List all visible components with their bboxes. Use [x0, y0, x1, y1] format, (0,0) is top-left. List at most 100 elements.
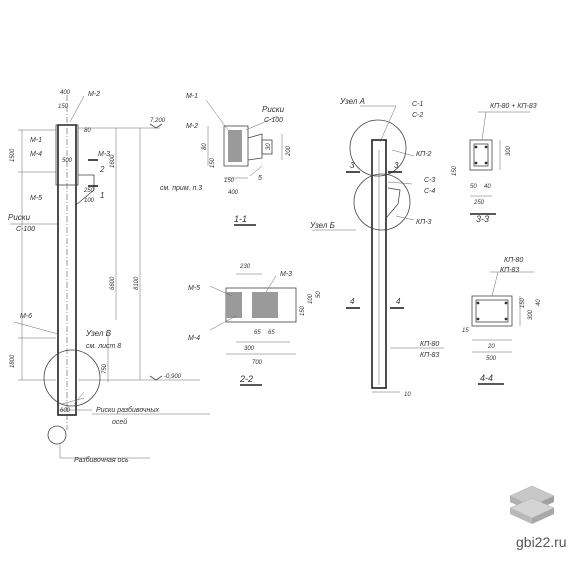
svg-text:150: 150 — [224, 178, 235, 184]
mid-label-3a: 3 — [350, 161, 355, 170]
s44-dim-40: 40 — [536, 299, 542, 306]
s22-label-m5: М-5 — [188, 285, 200, 292]
dim-150: 150 — [58, 104, 69, 110]
s22-dim-700: 700 — [252, 360, 263, 366]
s11-dim-200: 200 — [286, 145, 292, 157]
level-top: 7,200 — [150, 118, 166, 124]
dim-750: 750 — [102, 363, 108, 374]
mid-label-c2: С-2 — [412, 112, 423, 119]
s44-title: 4-4 — [480, 373, 493, 383]
s11-dim-400: 400 — [228, 190, 239, 196]
s22-dim-65a: 65 — [254, 330, 261, 336]
mid-dim-10: 10 — [404, 392, 411, 398]
dim-6600: 6600 — [110, 276, 116, 290]
mid-label-kp80: КП-80 — [420, 341, 439, 348]
mid-label-node-a: Узел А — [339, 97, 365, 106]
label-m3: М-3 — [98, 151, 110, 158]
s22-dim-65b: 65 — [268, 330, 275, 336]
dim-8100: 8100 — [134, 276, 140, 290]
node-b-detail-circle — [353, 173, 411, 231]
dim-100: 100 — [84, 198, 95, 204]
label-node-b-ref: см. лист 8 — [86, 343, 121, 350]
column-elevation: М-2 М-1 М-4 М-5 М-3 М-6 Риски С-100 Узел… — [8, 90, 210, 464]
level-marker-top — [149, 123, 163, 129]
dim-1600: 1600 — [110, 154, 116, 168]
s11-dim-30: 30 — [266, 143, 272, 150]
s11-label-num-5: 5 — [258, 175, 262, 182]
mid-label-3b: 3 — [394, 161, 399, 170]
mid-label-kp3: КП-3 — [416, 219, 432, 226]
logo-text: gbi22.ru — [516, 534, 567, 550]
dim-500: 500 — [62, 158, 73, 164]
s33-title: 3-3 — [476, 214, 489, 224]
s11-label-note: см. прим. п.3 — [160, 185, 202, 192]
s33-label-top: КП-80 + КП-83 — [490, 103, 537, 110]
s22-dim-150: 150 — [300, 305, 306, 316]
level-bottom: -0,900 — [164, 374, 182, 380]
s33-dim-250: 250 — [473, 200, 485, 206]
mid-label-kp83: КП-83 — [420, 352, 439, 359]
s11-label-m1: М-1 — [186, 93, 198, 100]
s22-label-m4: М-4 — [188, 335, 200, 342]
section-2-2-plate-left — [226, 292, 242, 318]
alignment-axis-circle — [47, 425, 67, 445]
label-risk: Риски — [8, 213, 31, 222]
dim-250: 250 — [83, 188, 95, 194]
label-m6: М-6 — [20, 313, 32, 320]
s22-dim-50: 50 — [316, 291, 322, 298]
s11-label-m2: М-2 — [186, 123, 198, 130]
label-m1: М-1 — [30, 137, 42, 144]
logo-icon — [509, 485, 555, 524]
mid-label-kp2: КП-2 — [416, 151, 432, 158]
s22-dim-230: 230 — [239, 264, 251, 270]
s22-title: 2-2 — [239, 374, 253, 384]
level-marker-bottom — [149, 375, 163, 381]
section-1-1: М-1 М-2 Риски С-100 см. прим. п.3 5 1-1 … — [160, 93, 292, 226]
s44-dim-15: 15 — [462, 328, 469, 334]
label-alignment-axis: Разбивочная ось — [74, 456, 129, 464]
section-1-1-outline — [223, 125, 249, 167]
dim-600: 600 — [60, 408, 71, 414]
label-risk-alignment: Риски разбивочных — [96, 406, 160, 414]
label-axes: осей — [112, 418, 127, 426]
label-num-2: 2 — [99, 165, 105, 174]
node-b-circle — [43, 349, 101, 407]
s33-dim-150: 150 — [452, 165, 458, 176]
s33-dim-300: 300 — [506, 145, 512, 156]
section-2-2-plate-right — [252, 292, 278, 318]
mid-label-c1: С-1 — [412, 101, 423, 108]
s11-dim-80: 80 — [202, 143, 208, 150]
dim-400: 400 — [60, 90, 71, 96]
dim-80: 80 — [84, 128, 91, 134]
s44-dim-150: 150 — [520, 297, 526, 308]
section-4-4-outline — [471, 295, 513, 327]
s11-dim-150: 150 — [210, 157, 216, 168]
s22-label-m3: М-3 — [280, 271, 292, 278]
label-node-b: Узел В — [85, 329, 112, 338]
label-num-1: 1 — [100, 191, 104, 200]
mid-label-node-b: Узел Б — [309, 221, 335, 230]
column-corbel — [75, 174, 95, 206]
section-1-1-plate — [228, 130, 242, 162]
label-m2: М-2 — [88, 91, 100, 98]
mid-label-4b: 4 — [396, 297, 401, 306]
section-3-3: КП-80 + КП-83 250 300 150 50 40 3-3 — [452, 103, 537, 224]
dim-1800: 1800 — [10, 354, 16, 368]
s44-dim-20: 20 — [487, 344, 495, 350]
s44-label-kp80: КП-80 — [504, 257, 523, 264]
mid-label-c4: С-4 — [424, 188, 435, 195]
s11-label-risk-spacing: С-100 — [264, 117, 283, 124]
s11-title: 1-1 — [234, 214, 247, 224]
s33-dim-50: 50 — [470, 184, 477, 190]
label-m4: М-4 — [30, 151, 42, 158]
section-4-4: КП-80 КП-83 20 500 300 150 40 15 4-4 — [462, 257, 542, 385]
mid-label-4a: 4 — [350, 297, 355, 306]
section-3-3-outline — [469, 139, 493, 171]
dim-1500: 1500 — [10, 148, 16, 162]
node-a-circle — [349, 119, 407, 177]
section-2-2: М-5 М-4 М-3 230 65 65 300 700 150 100 50… — [188, 264, 322, 386]
s33-dim-40: 40 — [484, 184, 491, 190]
s22-dim-300: 300 — [244, 346, 255, 352]
s44-dim-300: 300 — [528, 309, 534, 320]
